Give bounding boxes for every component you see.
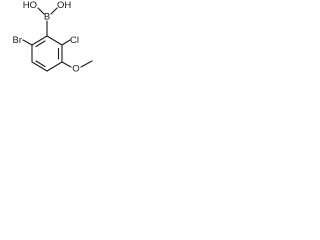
ring-bond-6	[31, 35, 48, 46]
oxygen-label: O	[72, 64, 79, 75]
hydroxyl-right-label: OH	[57, 0, 71, 11]
ring-bond-1	[46, 35, 63, 46]
ring-double-bond-2	[35, 60, 46, 68]
oxygen-to-methyl-bond	[80, 60, 93, 68]
hydroxyl-left-label: HO	[23, 0, 37, 11]
ring-to-oxygen-bond	[61, 61, 72, 68]
chlorine-label: Cl	[70, 35, 79, 46]
chemical-structure: B HO OH Br Cl O	[13, 0, 93, 75]
ring-double-bond-3	[35, 40, 46, 48]
ring-to-chlorine-bond	[61, 39, 71, 46]
ring-to-bromine-bond	[22, 39, 33, 46]
bromine-label: Br	[13, 35, 23, 46]
ring-bond-4	[31, 61, 48, 72]
ring-bond-3	[46, 61, 63, 72]
boron-to-oh-bond	[50, 7, 58, 15]
boron-label: B	[44, 12, 50, 23]
boron-to-ho-bond	[37, 7, 45, 15]
